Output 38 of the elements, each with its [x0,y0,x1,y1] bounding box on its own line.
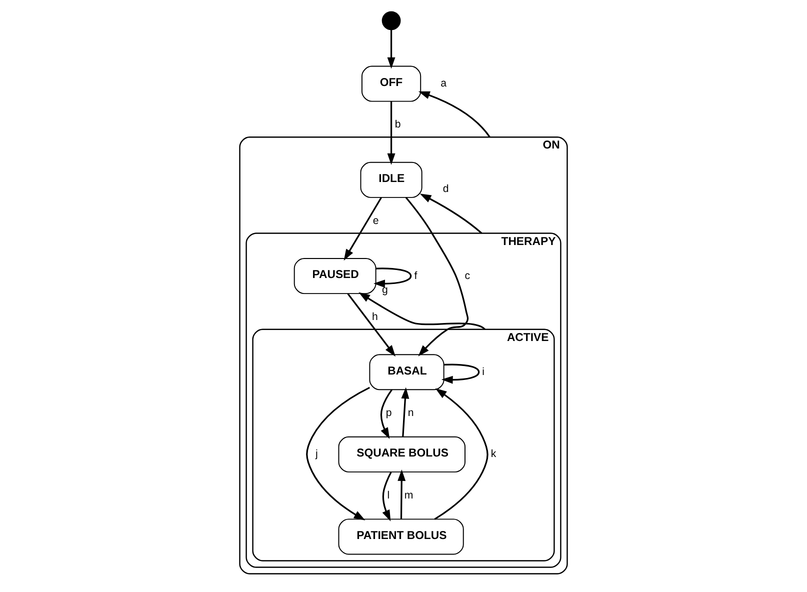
arrow [347,293,396,357]
edge-label: l [387,489,390,502]
node-box: BASAL [369,354,444,390]
edge-label: m [404,489,414,502]
edge-label: j [316,448,318,460]
arrow [420,194,482,234]
edge-label: i [482,366,485,378]
arrow [398,469,406,519]
node-box: SQUARE BOLUS [338,436,466,472]
node-box: OFF [361,66,422,102]
arrow [405,196,469,356]
edge-label: k [490,448,496,460]
arrow [374,268,412,288]
arrow [441,364,480,384]
arrow [434,388,488,520]
arrow [344,197,382,261]
edge-label: e [372,214,379,227]
arrow [380,389,392,440]
edge-label: g [382,284,388,296]
edge-label: a [440,77,447,90]
edge-label: f [414,270,418,282]
arrow [306,386,370,520]
node-circle [382,11,401,30]
arrow [358,292,486,330]
edge-label: b [394,118,401,131]
edge-label: c [464,270,470,282]
arrow [387,30,396,69]
node-box: IDLE [360,162,422,198]
arrow [418,91,490,138]
arrow [401,387,410,437]
node-box: PATIENT BOLUS [338,518,464,555]
node-box: PAUSED [294,258,376,294]
edge-label: p [386,407,392,420]
edge-label: h [372,310,378,323]
arrow [382,472,392,522]
arrow [387,102,396,165]
edge-label: d [442,183,449,196]
edge-label: n [408,407,414,420]
